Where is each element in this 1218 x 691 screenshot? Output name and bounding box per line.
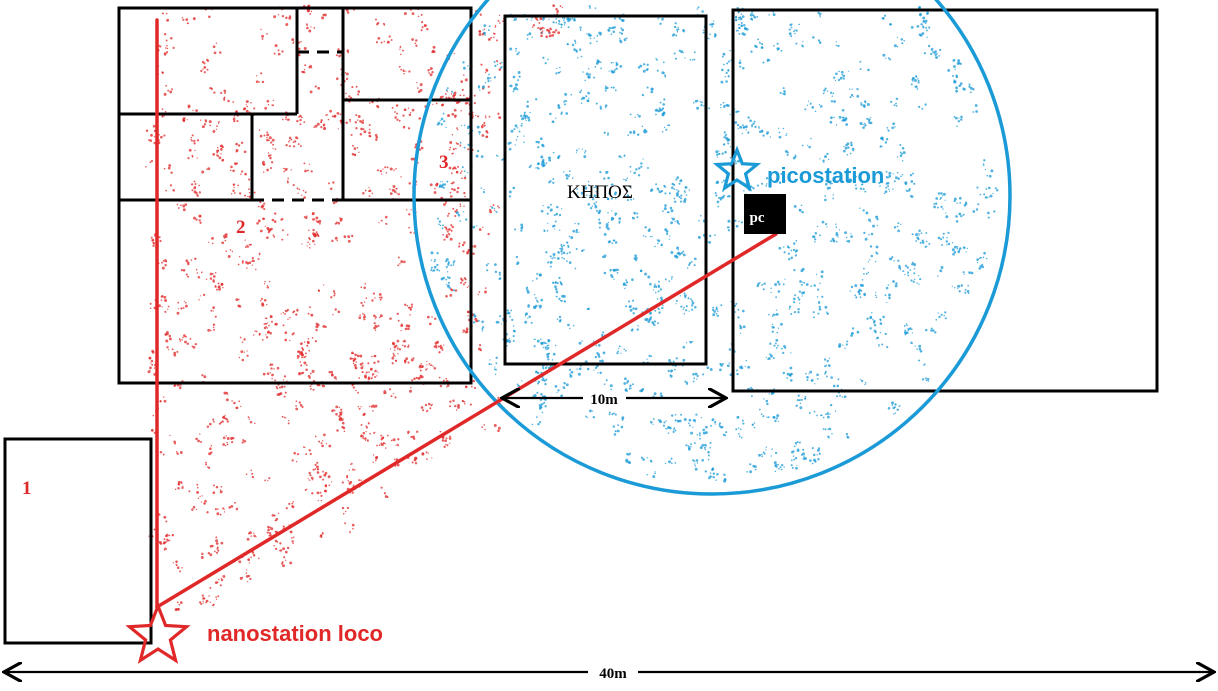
area-1-label: 1	[22, 478, 32, 499]
building-1-outline	[3, 437, 153, 645]
garden-outline	[503, 14, 708, 366]
dimension-10m-label: 10m	[590, 392, 618, 408]
nanostation-links	[155, 18, 778, 609]
nanostation-coverage-speckles	[145, 4, 564, 612]
picostation-star-icon	[712, 145, 762, 192]
picostation-coverage-speckles	[430, 5, 999, 483]
house-outline	[117, 6, 473, 385]
nanostation-label: nanostation loco	[207, 621, 383, 646]
area-2-label: 2	[236, 217, 246, 238]
picostation-label: picostation	[767, 163, 884, 188]
dimension-40m-label: 40m	[599, 666, 627, 682]
nanostation-link-to-pc	[155, 232, 778, 609]
nanostation-star-icon	[125, 601, 191, 664]
dimension-10m: 10m	[504, 392, 724, 408]
area-3-label: 3	[439, 152, 449, 173]
pc-box	[744, 194, 786, 234]
house-dashed-walls	[252, 50, 345, 202]
garden-label: ΚΗΠΟΣ	[567, 182, 633, 203]
pc-label: pc	[750, 210, 765, 226]
picostation-coverage-circle	[412, 0, 1012, 496]
dimension-40m: 40m	[6, 666, 1212, 682]
